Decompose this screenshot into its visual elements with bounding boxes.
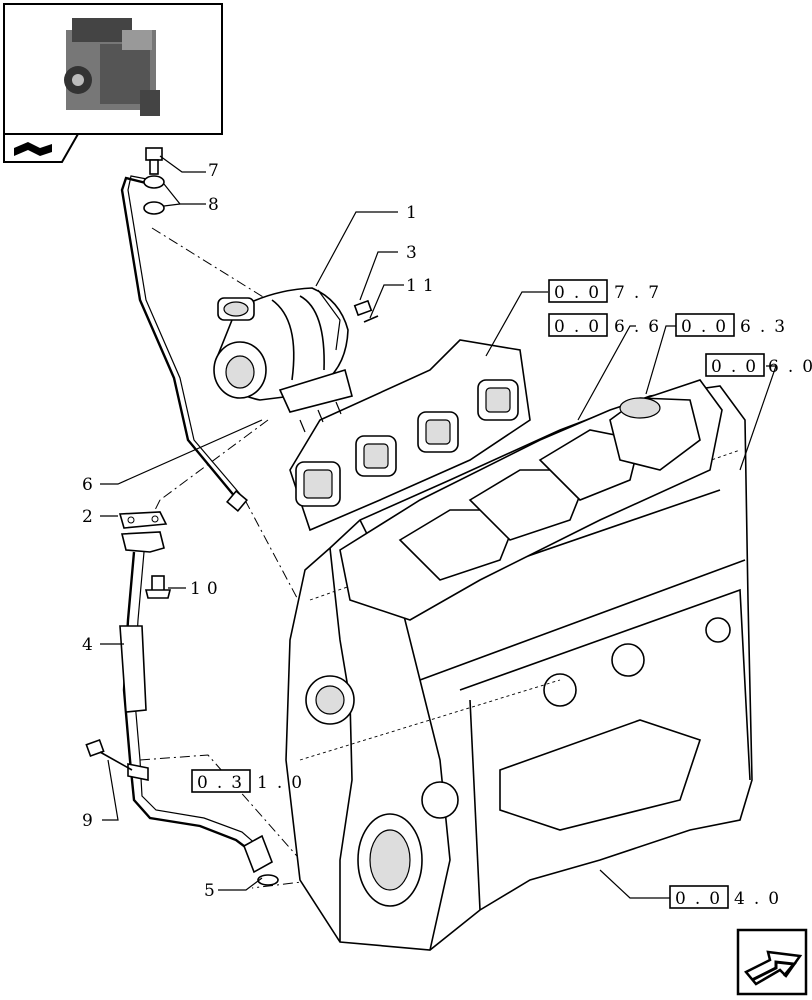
reference-0310[interactable]: 0.3 1.0 bbox=[191, 769, 311, 793]
ref-rest: 4.0 bbox=[734, 889, 788, 909]
ref-rest: 7.7 bbox=[614, 283, 668, 303]
callout-5[interactable]: 5 bbox=[204, 881, 221, 901]
callout-11[interactable]: 11 bbox=[406, 276, 440, 296]
ref-rest: 6.0 bbox=[768, 357, 812, 377]
bolt-9[interactable] bbox=[85, 738, 133, 771]
gasket-3[interactable] bbox=[353, 299, 373, 317]
sealing-washers[interactable] bbox=[143, 175, 165, 215]
book-tab[interactable] bbox=[3, 133, 80, 163]
callout-1[interactable]: 1 bbox=[406, 203, 423, 223]
turbocharger[interactable] bbox=[213, 287, 353, 413]
callout-9[interactable]: 9 bbox=[82, 811, 99, 831]
reference-063[interactable]: 0.0 6.3 bbox=[675, 313, 794, 337]
bolt-10[interactable] bbox=[144, 575, 172, 599]
callout-3[interactable]: 3 bbox=[406, 243, 423, 263]
ref-boxed: 0.0 bbox=[554, 283, 608, 303]
ref-boxed: 0.0 bbox=[681, 317, 735, 337]
callout-6[interactable]: 6 bbox=[82, 475, 99, 495]
callout-4[interactable]: 4 bbox=[82, 635, 99, 655]
oil-feed-pipe[interactable] bbox=[120, 175, 248, 512]
gasket-2[interactable] bbox=[118, 511, 168, 529]
o-ring-5[interactable] bbox=[257, 874, 279, 886]
reference-060[interactable]: 0.0 6.0 bbox=[705, 353, 812, 377]
ref-rest: 6.6 bbox=[614, 317, 668, 337]
callout-7[interactable]: 7 bbox=[208, 161, 225, 181]
inlet-manifold bbox=[339, 379, 723, 621]
oil-drain-pipe[interactable] bbox=[119, 531, 273, 874]
ref-boxed: 0.0 bbox=[675, 889, 729, 909]
reference-077[interactable]: 0.0 7.7 bbox=[548, 279, 668, 303]
callout-10[interactable]: 10 bbox=[190, 579, 224, 599]
leader-lines bbox=[100, 155, 777, 899]
next-page-button[interactable] bbox=[736, 928, 808, 996]
ref-boxed: 0.0 bbox=[711, 357, 765, 377]
ref-boxed: 0.3 bbox=[197, 773, 251, 793]
open-book-icon bbox=[14, 142, 52, 156]
stud-11[interactable] bbox=[363, 315, 379, 323]
reference-040[interactable]: 0.0 4.0 bbox=[669, 885, 788, 909]
ref-boxed: 0.0 bbox=[554, 317, 608, 337]
ref-rest: 1.0 bbox=[257, 773, 311, 793]
callout-8[interactable]: 8 bbox=[208, 195, 225, 215]
exhaust-manifold bbox=[289, 339, 531, 532]
banjo-bolt[interactable] bbox=[145, 147, 163, 175]
next-page-arrow-icon bbox=[744, 950, 803, 986]
callout-labels: 7 8 1 3 11 6 2 10 4 9 5 bbox=[82, 161, 440, 901]
reference-066[interactable]: 0.0 6.6 bbox=[548, 313, 668, 337]
callout-2[interactable]: 2 bbox=[82, 507, 99, 527]
alignment-lines bbox=[139, 227, 331, 889]
engine-thumbnail[interactable] bbox=[3, 3, 223, 135]
ref-rest: 6.3 bbox=[740, 317, 794, 337]
engine-thumbnail-icon bbox=[64, 18, 160, 116]
